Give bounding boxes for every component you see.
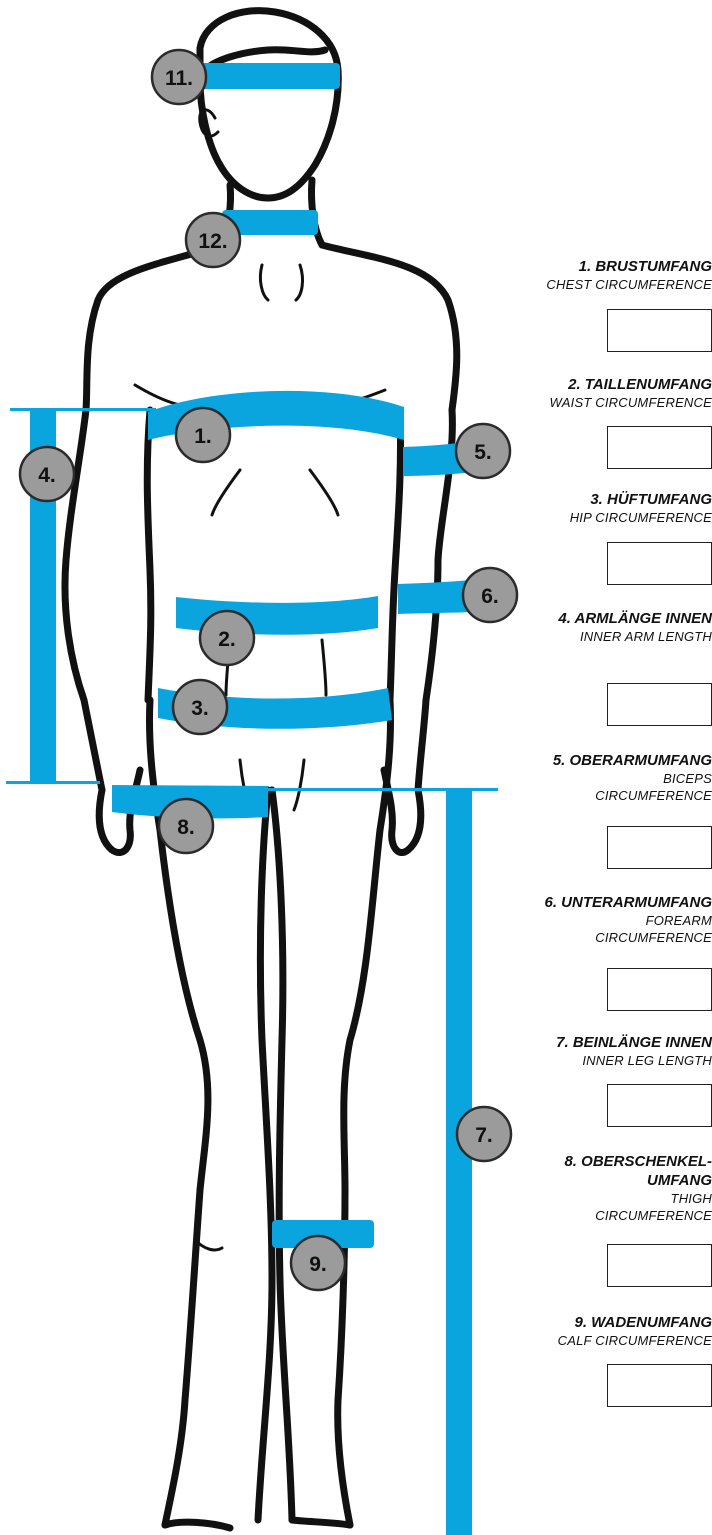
badge-3: 3. (173, 680, 227, 734)
field-title: 2. TAILLENUMFANG (472, 375, 712, 394)
badge-label: 12. (198, 230, 227, 253)
badge-2: 2. (200, 611, 254, 665)
leg-length-bar (446, 790, 472, 1535)
badge-label: 8. (177, 816, 195, 839)
field-biceps: 5. OBERARMUMFANG BICEPS CIRCUMFERENCE (492, 751, 712, 804)
biceps-input-box[interactable] (607, 826, 712, 869)
badge-12: 12. (186, 213, 240, 267)
field-title: 4. ARMLÄNGE INNEN (552, 609, 712, 628)
badge-label: 3. (191, 697, 209, 720)
field-title: 3. HÜFTUMFANG (472, 490, 712, 509)
arm-length-top-tick (10, 408, 156, 411)
field-title: 9. WADENUMFANG (472, 1313, 712, 1332)
calf-input-box[interactable] (607, 1364, 712, 1407)
arm-length-input-box[interactable] (607, 683, 712, 726)
badge-label: 11. (165, 67, 193, 90)
field-waist: 2. TAILLENUMFANG WAIST CIRCUMFERENCE (472, 375, 712, 411)
hip-input-box[interactable] (607, 542, 712, 585)
field-arm-length: 4. ARMLÄNGE INNEN INNER ARM LENGTH (552, 609, 712, 645)
field-title: 6. UNTERARMUMFANG (492, 893, 712, 912)
measurement-bands (6, 63, 498, 1535)
arm-length-bottom-tick (6, 781, 100, 784)
waist-input-box[interactable] (607, 426, 712, 469)
thigh-input-box[interactable] (607, 1244, 712, 1287)
field-title: 1. BRUSTUMFANG (472, 257, 712, 276)
badge-7: 7. (457, 1107, 511, 1161)
leg-length-input-box[interactable] (607, 1084, 712, 1127)
band-forearm (398, 580, 472, 614)
field-subtitle: WAIST CIRCUMFERENCE (472, 394, 712, 411)
field-title: 8. OBERSCHENKEL-UMFANG (522, 1152, 712, 1190)
badge-label: 6. (481, 585, 499, 608)
badge-5: 5. (456, 424, 510, 478)
chest-input-box[interactable] (607, 309, 712, 352)
field-leg-length: 7. BEINLÄNGE INNEN INNER LEG LENGTH (492, 1033, 712, 1069)
field-subtitle: BICEPS CIRCUMFERENCE (577, 770, 712, 804)
badge-label: 4. (38, 464, 56, 487)
field-subtitle: CALF CIRCUMFERENCE (472, 1332, 712, 1349)
field-forearm: 6. UNTERARMUMFANG FOREARM CIRCUMFERENCE (492, 893, 712, 946)
field-subtitle: INNER LEG LENGTH (492, 1052, 712, 1069)
band-head (198, 63, 340, 89)
badge-label: 1. (194, 425, 212, 448)
badge-label: 9. (309, 1253, 327, 1276)
badge-1: 1. (176, 408, 230, 462)
badge-label: 5. (474, 441, 492, 464)
badge-8: 8. (159, 799, 213, 853)
badge-9: 9. (291, 1236, 345, 1290)
field-subtitle: HIP CIRCUMFERENCE (472, 509, 712, 526)
badge-11: 11. (152, 50, 206, 104)
field-thigh: 8. OBERSCHENKEL-UMFANG THIGH CIRCUMFEREN… (512, 1152, 712, 1224)
badge-label: 7. (475, 1124, 493, 1147)
forearm-input-box[interactable] (607, 968, 712, 1011)
field-calf: 9. WADENUMFANG CALF CIRCUMFERENCE (472, 1313, 712, 1349)
badge-6: 6. (463, 568, 517, 622)
field-hip: 3. HÜFTUMFANG HIP CIRCUMFERENCE (472, 490, 712, 526)
badge-4: 4. (20, 447, 74, 501)
field-subtitle: FOREARM CIRCUMFERENCE (577, 912, 712, 946)
field-subtitle: CHEST CIRCUMFERENCE (472, 276, 712, 293)
leg-length-top-tick (268, 788, 498, 791)
field-subtitle: THIGH CIRCUMFERENCE (577, 1190, 712, 1224)
badge-label: 2. (218, 628, 236, 651)
field-title: 7. BEINLÄNGE INNEN (492, 1033, 712, 1052)
field-subtitle: INNER ARM LENGTH (552, 628, 712, 645)
field-chest: 1. BRUSTUMFANG CHEST CIRCUMFERENCE (472, 257, 712, 293)
body-silhouette (65, 11, 457, 1528)
field-title: 5. OBERARMUMFANG (492, 751, 712, 770)
